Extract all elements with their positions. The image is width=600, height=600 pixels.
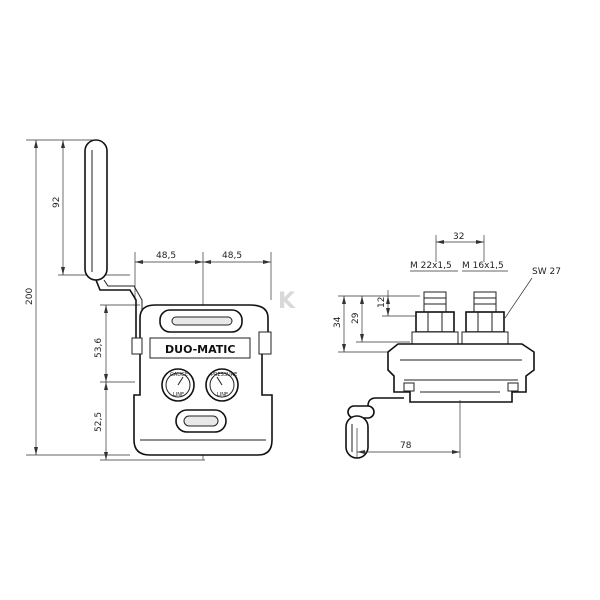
right-lug — [258, 331, 272, 355]
left-lug — [131, 337, 143, 355]
gauge-right-needle — [216, 376, 223, 386]
gauge-left-dial — [165, 372, 191, 398]
dim-label-52-5: 52,5 — [94, 412, 104, 432]
arrow — [360, 296, 364, 304]
lower-window-inner — [183, 415, 219, 427]
body-tab-right — [507, 382, 519, 392]
watermark-logo: K — [278, 289, 296, 314]
arrow — [360, 334, 364, 342]
arrow — [104, 382, 108, 390]
brand-label: DUO-MATIC — [165, 343, 235, 356]
dim-label-53-6: 53,6 — [94, 338, 104, 358]
arrow — [263, 260, 271, 264]
top-cap-slot — [171, 316, 233, 326]
wrench-size-label: SW 27 — [532, 267, 561, 277]
dim-label-48-5-left: 48,5 — [156, 251, 176, 261]
arrow — [342, 344, 346, 352]
gauge-left-needle — [177, 376, 184, 386]
arrow — [104, 452, 108, 460]
gauge-left-caption: GAUGE — [170, 372, 188, 378]
arrow — [342, 296, 346, 304]
nut-left — [415, 311, 455, 333]
arrow — [61, 267, 65, 275]
arrow — [357, 450, 365, 454]
fitting-left — [423, 291, 447, 313]
arrow — [61, 140, 65, 148]
front-view: 200 92 48,5 48,5 53,6 52,5 — [25, 139, 273, 461]
gauge-right-label: LINE — [217, 392, 228, 398]
arrow — [452, 450, 460, 454]
arrow — [386, 308, 390, 316]
arrow — [436, 240, 444, 244]
arrow — [34, 140, 38, 148]
fitting-right — [473, 291, 497, 313]
thread-left-label: M 22x1,5 — [410, 261, 452, 271]
thread-right-label: M 16x1,5 — [462, 261, 504, 271]
gauge-left-label: LINE — [173, 392, 184, 398]
gauge-right-dial — [209, 372, 235, 398]
gauge-right-caption: PRESSURE — [211, 372, 237, 378]
dim-label-29: 29 — [351, 312, 361, 324]
arrow — [135, 260, 143, 264]
dim-label-12: 12 — [377, 297, 387, 308]
side-body — [387, 343, 535, 403]
dim-label-32: 32 — [453, 232, 464, 242]
handle-grip — [84, 139, 108, 281]
arrow — [476, 240, 484, 244]
arrow — [203, 260, 211, 264]
arrow — [34, 447, 38, 455]
arrow — [386, 296, 390, 304]
wrench-leader — [504, 277, 533, 319]
dim-label-78: 78 — [400, 441, 412, 451]
body-tab-left — [403, 382, 415, 392]
collar-right — [461, 331, 509, 345]
brand-plate — [149, 337, 251, 359]
arrow — [195, 260, 203, 264]
nut-right — [465, 311, 505, 333]
dim-label-48-5-right: 48,5 — [222, 251, 242, 261]
side-view: 32 M 22x1,5 M 16x1,5 SW 27 34 29 12 — [333, 232, 561, 459]
handle-arm — [95, 279, 137, 340]
dim-label-34: 34 — [333, 316, 343, 328]
arrow — [104, 374, 108, 382]
arrow — [104, 305, 108, 313]
dim-label-92: 92 — [52, 197, 62, 208]
collar-left — [411, 331, 459, 345]
dim-label-200: 200 — [25, 288, 35, 305]
